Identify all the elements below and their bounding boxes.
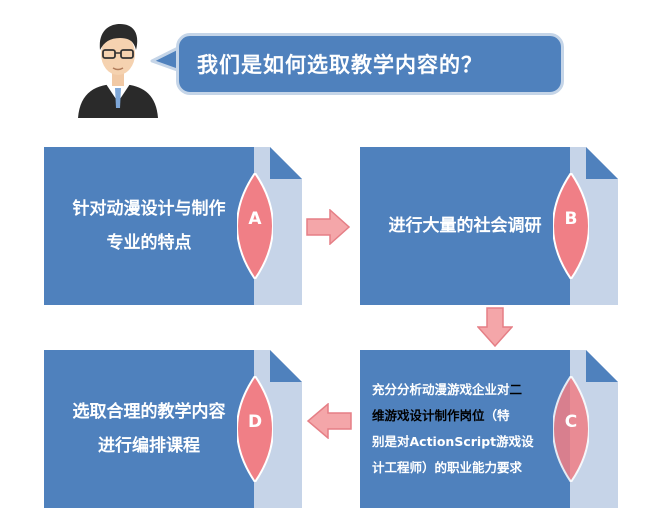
page-fold-icon xyxy=(568,350,618,508)
lens-marker-icon xyxy=(237,173,273,279)
question-text: 我们是如何选取教学内容的？ xyxy=(197,53,483,77)
step-text-line: 别是对ActionScript游戏设 xyxy=(372,434,534,449)
step-text-line: 维游戏设计制作岗位（特 xyxy=(372,403,534,429)
step-text-line: 进行编排课程 xyxy=(98,436,200,456)
step-text-line: 专业的特点 xyxy=(106,233,192,253)
highlight-text: 二 xyxy=(509,382,523,397)
step-box: 进行大量的社会调研 xyxy=(360,147,570,305)
step-text-segment: （特 xyxy=(484,408,510,423)
step-text-line: 针对动漫设计与制作 xyxy=(72,199,226,219)
step-letter: C xyxy=(564,412,578,432)
arrow-left-icon xyxy=(306,403,352,439)
arrow-right-icon xyxy=(306,209,350,245)
page-fold-icon xyxy=(568,147,618,305)
step-box: 充分分析动漫游戏企业对二 维游戏设计制作岗位（特 别是对ActionScript… xyxy=(360,350,570,508)
lens-marker-icon xyxy=(553,376,589,482)
step-card-a: 针对动漫设计与制作 专业的特点 A xyxy=(44,147,302,305)
step-letter: A xyxy=(248,209,262,229)
step-card-d: 选取合理的教学内容 进行编排课程 D xyxy=(44,350,302,508)
step-text-line: 选取合理的教学内容 xyxy=(72,402,226,422)
step-text-line: 充分分析动漫游戏企业对二 xyxy=(372,377,534,403)
step-letter: D xyxy=(247,412,263,432)
step-letter: B xyxy=(564,209,578,229)
lens-marker-icon xyxy=(553,173,589,279)
lens-marker-icon xyxy=(237,376,273,482)
step-text-line: 计工程师）的职业能力要求 xyxy=(372,460,523,475)
step-card-b: 进行大量的社会调研 B xyxy=(360,147,618,305)
step-text-segment: 充分分析动漫游戏企业对 xyxy=(372,382,510,397)
question-bubble: 我们是如何选取教学内容的？ xyxy=(176,33,564,95)
arrow-down-icon xyxy=(477,307,513,347)
page-fold-icon xyxy=(252,350,302,508)
page-fold-icon xyxy=(252,147,302,305)
step-card-c: 充分分析动漫游戏企业对二 维游戏设计制作岗位（特 别是对ActionScript… xyxy=(360,350,618,508)
step-box: 针对动漫设计与制作 专业的特点 xyxy=(44,147,254,305)
highlight-text: 维游戏设计制作岗位 xyxy=(372,408,485,423)
person-avatar-icon xyxy=(78,24,158,118)
step-box: 选取合理的教学内容 进行编排课程 xyxy=(44,350,254,508)
step-text-line: 进行大量的社会调研 xyxy=(388,216,542,236)
